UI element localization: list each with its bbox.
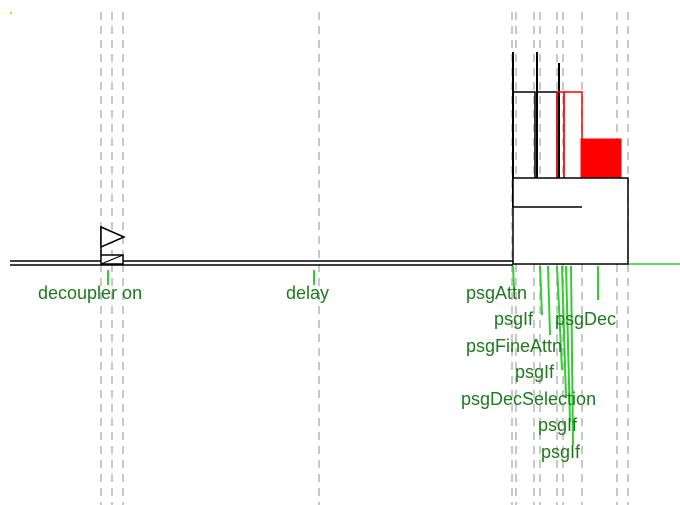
event-labels: decoupler on delay psgAttn psgIf psgDec …: [38, 283, 616, 462]
event-marker: [539, 265, 543, 316]
event-label-decoupler: decoupler on: [38, 283, 142, 303]
event-marker: [556, 265, 563, 371]
event-label-psgif-4: psgIf: [541, 442, 581, 462]
event-markers: [107, 265, 599, 446]
event-marker: [565, 265, 571, 423]
event-label-psgdecselection: psgDecSelection: [461, 389, 596, 409]
event-label-psgfineattn: psgFineAttn: [466, 336, 562, 356]
event-label-psgif-2: psgIf: [515, 362, 555, 382]
event-marker: [570, 265, 574, 446]
decoupler-box: [512, 177, 629, 265]
event-label-psgif-3: psgIf: [538, 415, 578, 435]
red-filled-pulse: [580, 138, 622, 178]
flag-icon: [100, 225, 126, 265]
event-label-psgattn: psgAttn: [466, 283, 527, 303]
event-label-psgif-1: psgIf: [494, 309, 534, 329]
event-marker: [561, 265, 567, 399]
timing-gridlines: [100, 12, 629, 505]
event-label-delay: delay: [286, 283, 329, 303]
channel-baseline: [10, 260, 513, 266]
event-marker: [547, 265, 551, 336]
event-marker: [512, 265, 515, 291]
event-label-psgdec: psgDec: [555, 309, 616, 329]
corner-mark: [10, 12, 12, 14]
pulse-blocks: [512, 52, 629, 265]
